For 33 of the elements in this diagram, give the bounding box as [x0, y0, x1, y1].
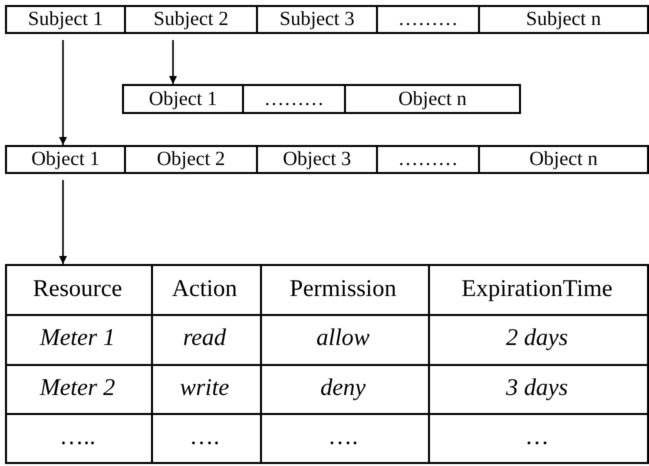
cell-text: ….. — [60, 424, 96, 450]
arrow — [59, 40, 67, 145]
arrow — [169, 40, 177, 84]
object-cell: Object 2 — [124, 145, 258, 174]
cell-text: …. — [328, 424, 358, 450]
object-cell: Object n — [344, 84, 521, 114]
cell-text: allow — [316, 324, 370, 352]
cell-text: 2 days — [506, 324, 568, 352]
object-cell: Object 1 — [5, 145, 126, 174]
cell-text: … — [525, 424, 549, 450]
subject-cell: ……… — [376, 5, 480, 34]
cell-text: Meter 2 — [40, 374, 116, 401]
subject-cell: Subject 2 — [124, 5, 258, 34]
arrow — [59, 180, 67, 264]
object-cell: Object 3 — [256, 145, 378, 174]
cell-text: 3 days — [506, 374, 568, 401]
object-cell: Object n — [478, 145, 649, 174]
column-header: Permission — [290, 275, 396, 302]
column-header: ExpirationTime — [461, 275, 613, 302]
subject-cell: Subject 3 — [256, 5, 378, 34]
cell-text: deny — [320, 374, 366, 401]
column-header: Action — [172, 275, 238, 302]
cell-text: write — [180, 374, 230, 401]
subject-cell: Subject 1 — [5, 5, 126, 34]
object-cell: ……… — [242, 84, 346, 114]
object-cell: ……… — [376, 145, 480, 174]
subject-cell: Subject n — [478, 5, 649, 34]
cell-text: …. — [190, 424, 220, 450]
permission-table — [5, 264, 649, 464]
cell-text: read — [182, 324, 226, 352]
cell-text: Meter 1 — [40, 324, 116, 352]
column-header: Resource — [32, 275, 122, 302]
object-cell: Object 1 — [122, 84, 244, 114]
